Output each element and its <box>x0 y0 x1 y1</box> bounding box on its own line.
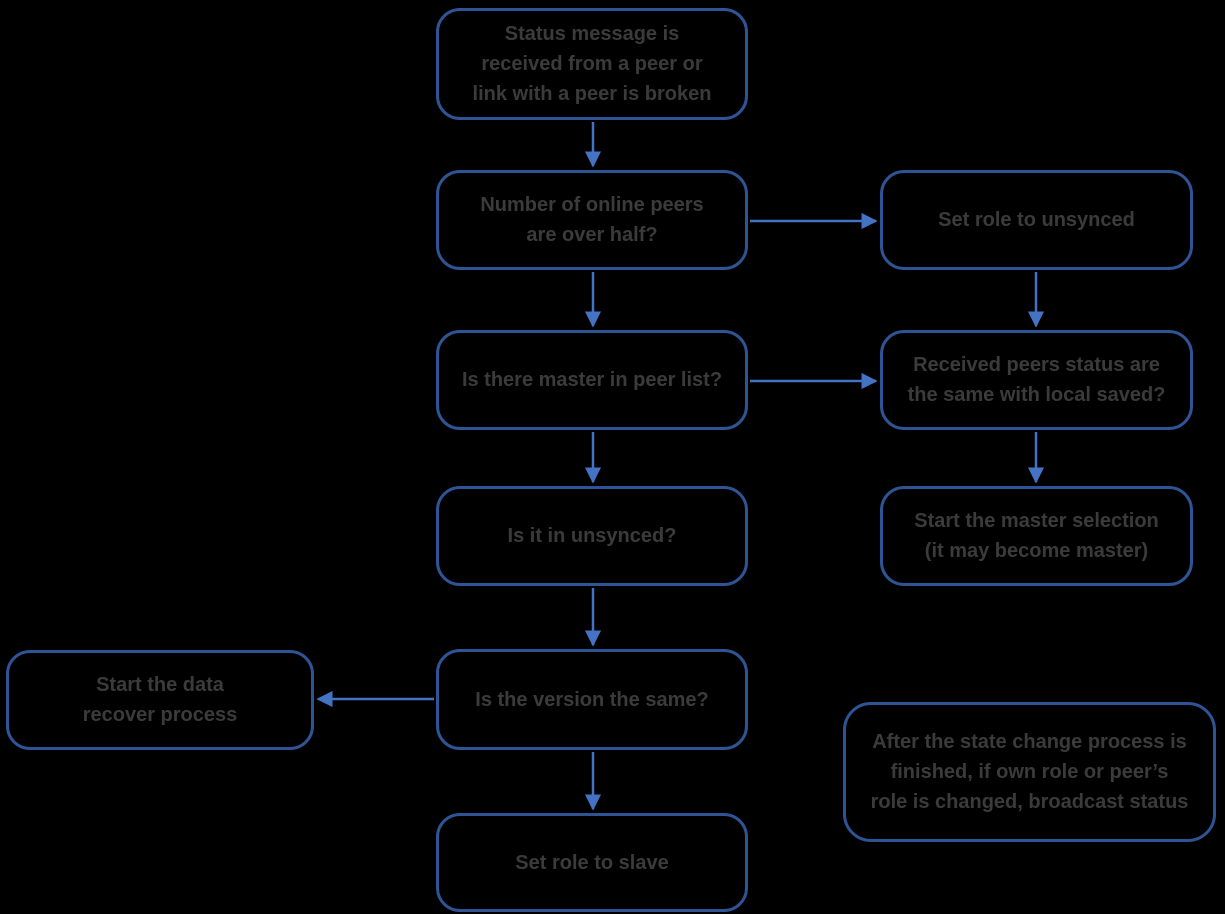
node-is-version-same: Is the version the same? <box>436 649 748 750</box>
node-start-data-recover: Start the data recover process <box>6 650 314 750</box>
node-start-master-selection: Start the master selection (it may becom… <box>880 486 1193 586</box>
node-status-received: Status message is received from a peer o… <box>436 8 748 120</box>
node-set-role-slave: Set role to slave <box>436 813 748 912</box>
node-broadcast-note: After the state change process is finish… <box>843 702 1216 842</box>
node-set-role-unsynced: Set role to unsynced <box>880 170 1193 270</box>
node-peers-over-half: Number of online peers are over half? <box>436 170 748 270</box>
node-master-in-peer-list: Is there master in peer list? <box>436 330 748 430</box>
node-peers-status-same: Received peers status are the same with … <box>880 330 1193 430</box>
node-is-it-in-unsynced: Is it in unsynced? <box>436 486 748 586</box>
